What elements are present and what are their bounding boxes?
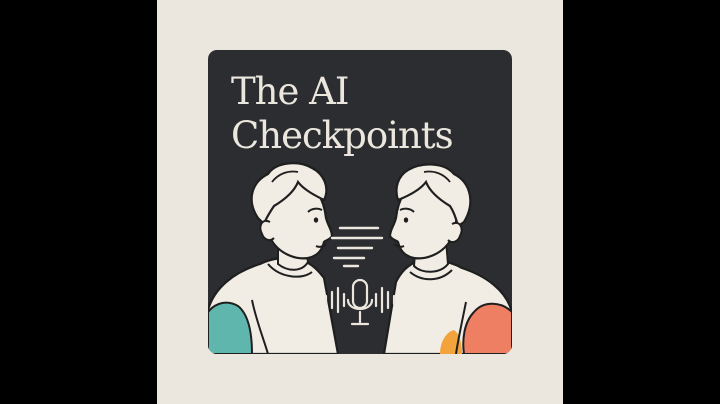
podcast-cover: The AI Checkpoints: [208, 50, 512, 354]
right-person-eye: [403, 217, 409, 223]
title-line-1: The AI: [231, 70, 350, 113]
right-person: [382, 163, 512, 354]
right-hair-strand: [423, 170, 451, 183]
right-person-ear: [447, 222, 463, 244]
right-person-mouth: [393, 243, 405, 248]
left-person-brow: [307, 207, 323, 213]
left-person-collar: [267, 263, 313, 278]
left-person-mouth: [315, 243, 327, 248]
two-people-illustration: [208, 162, 512, 354]
left-person-teal-accent: [208, 301, 254, 354]
left-person: [208, 162, 340, 354]
speech-lines-icon: [330, 226, 384, 268]
left-shirt-fold: [251, 299, 269, 354]
left-person-eye: [313, 217, 319, 223]
right-person-hair: [395, 163, 472, 228]
title-line-2: Checkpoints: [231, 114, 454, 157]
left-person-ear: [259, 220, 275, 242]
right-shirt-fold: [455, 301, 467, 354]
right-person-collar: [409, 269, 453, 281]
right-person-orange-accent: [462, 302, 512, 354]
podcast-title: The AI Checkpoints: [231, 70, 454, 158]
left-person-hair: [250, 162, 328, 227]
right-person-brow: [399, 207, 415, 213]
sound-wave-icon: [324, 286, 396, 314]
left-hair-strand: [271, 170, 299, 183]
microphone-icon: [346, 278, 374, 326]
